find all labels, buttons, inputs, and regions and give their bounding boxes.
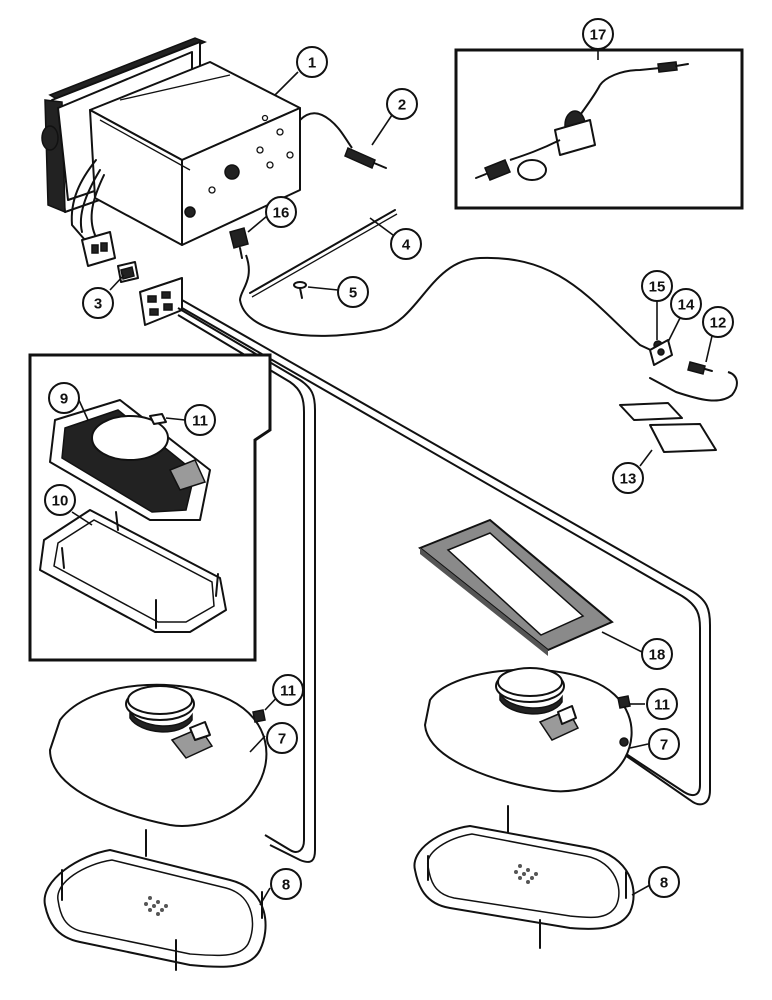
svg-text:2: 2 [398,97,406,114]
svg-text:18: 18 [649,647,666,664]
svg-text:11: 11 [654,697,670,714]
svg-text:4: 4 [402,237,411,254]
svg-text:5: 5 [349,285,357,302]
svg-text:10: 10 [52,493,69,510]
svg-text:11: 11 [192,413,208,430]
fender-antenna-base [649,339,738,402]
callout-5: 5 [337,276,369,308]
callout-14: 14 [670,288,702,320]
callout-15: 15 [641,270,673,302]
svg-text:9: 9 [60,391,68,408]
right-nut [617,695,631,709]
antenna-lead-plug [299,112,387,170]
right-bezel [413,805,635,949]
callout-4: 4 [390,228,422,260]
screw [293,281,307,299]
svg-text:11: 11 [280,683,296,700]
callout-7-right: 7 [648,728,680,760]
svg-text:12: 12 [710,315,727,332]
callout-leaders [71,48,713,906]
svg-text:7: 7 [278,731,286,748]
callout-12: 12 [702,306,734,338]
left-speaker [49,683,268,827]
svg-text:15: 15 [649,279,666,296]
callout-17: 17 [582,18,614,50]
callout-16: 16 [265,196,297,228]
svg-text:3: 3 [94,296,102,313]
callout-18: 18 [641,638,673,670]
speaker-wires [177,299,711,863]
antenna-cable [238,254,656,353]
svg-text:16: 16 [273,205,290,222]
callout-1: 1 [296,46,328,78]
callout-10: 10 [44,484,76,516]
callout-2: 2 [386,88,418,120]
callout-11-inset: 11 [184,404,216,436]
terminal-block [139,277,183,326]
svg-text:1: 1 [308,55,316,72]
svg-text:17: 17 [590,27,607,44]
antenna-rod [249,209,398,298]
callout-9: 9 [48,382,80,414]
speaker-inset-box [28,353,272,662]
callout-7-left: 7 [266,722,298,754]
svg-text:13: 13 [620,471,637,488]
callout-13: 13 [612,462,644,494]
right-speaker [424,667,633,793]
callout-8-right: 8 [648,866,680,898]
radio-unit [41,37,301,267]
svg-text:8: 8 [660,875,668,892]
left-bezel [43,829,267,971]
callout-11-left: 11 [272,674,304,706]
callout-11-right: 11 [646,688,678,720]
antenna-inset-box [454,48,744,210]
left-nut [252,709,266,723]
mounting-bracket [229,227,249,259]
speaker-gasket [418,518,614,656]
svg-text:7: 7 [660,737,668,754]
svg-text:14: 14 [678,297,695,314]
svg-text:8: 8 [282,877,290,894]
callout-8-left: 8 [270,868,302,900]
gasket-pads [619,402,717,453]
callout-3: 3 [82,287,114,319]
